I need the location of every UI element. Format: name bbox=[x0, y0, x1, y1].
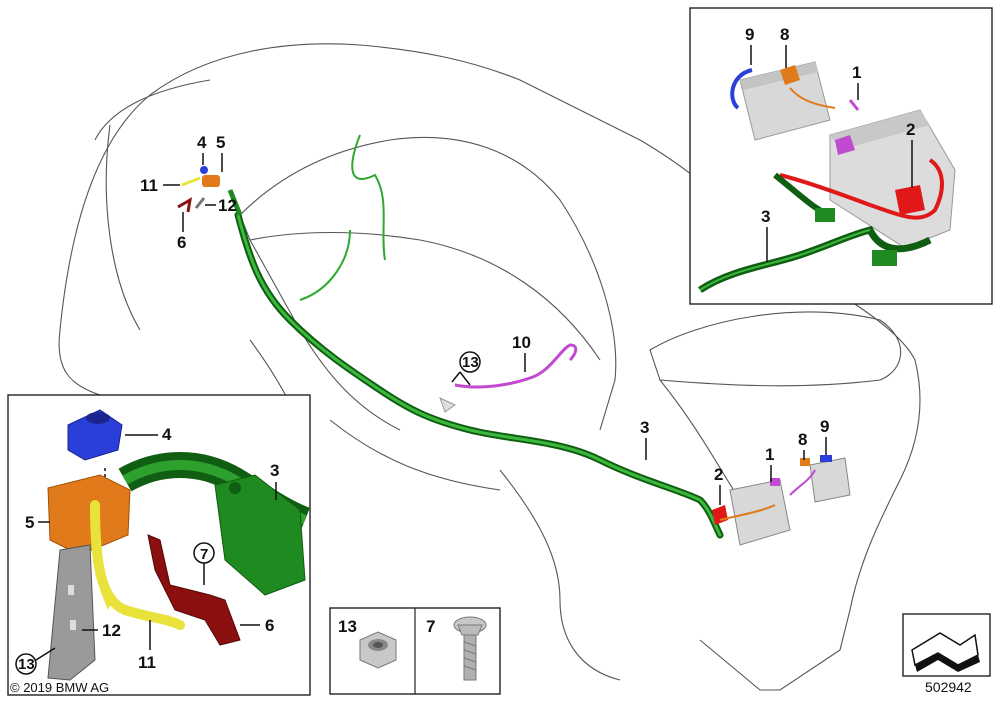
callout-11-top: 11 bbox=[140, 176, 180, 195]
svg-text:13: 13 bbox=[338, 617, 357, 636]
svg-text:1: 1 bbox=[852, 63, 861, 82]
orientation-icon bbox=[902, 613, 991, 677]
callout-12-top: 12 bbox=[205, 196, 237, 215]
svg-text:12: 12 bbox=[218, 196, 237, 215]
callout-3-main: 3 bbox=[640, 418, 649, 460]
svg-text:7: 7 bbox=[200, 546, 208, 563]
cable-10-end bbox=[439, 397, 456, 413]
parts-cluster-top bbox=[177, 166, 220, 213]
callout-8-main: 8 bbox=[798, 430, 807, 460]
callout-11-left: 11 bbox=[138, 620, 156, 672]
svg-text:9: 9 bbox=[820, 417, 829, 436]
svg-text:2: 2 bbox=[714, 465, 723, 484]
svg-text:5: 5 bbox=[216, 133, 225, 152]
hardware-screw-7: 7 bbox=[426, 616, 487, 681]
svg-text:7: 7 bbox=[426, 617, 435, 636]
callout-6-top: 6 bbox=[177, 212, 186, 252]
svg-text:2: 2 bbox=[906, 120, 915, 139]
batteries-main bbox=[712, 455, 851, 546]
callout-2-inset: 2 bbox=[906, 120, 915, 188]
callout-5-top: 5 bbox=[216, 133, 225, 172]
callout-10: 10 bbox=[512, 333, 531, 372]
hardware-nut-13: 13 bbox=[338, 617, 397, 669]
wiring-harness-main bbox=[227, 134, 724, 539]
svg-text:5: 5 bbox=[25, 513, 34, 532]
svg-text:1: 1 bbox=[765, 445, 774, 464]
svg-text:8: 8 bbox=[780, 25, 789, 44]
svg-text:13: 13 bbox=[18, 656, 35, 673]
svg-text:12: 12 bbox=[102, 621, 121, 640]
inset-junction bbox=[7, 394, 311, 696]
callout-13-main: 13 bbox=[451, 351, 481, 386]
callout-9-inset: 9 bbox=[745, 25, 754, 65]
copyright-notice: © 2019 BMW AG bbox=[10, 680, 109, 695]
svg-text:4: 4 bbox=[162, 425, 172, 444]
callout-9-main: 9 bbox=[820, 417, 829, 455]
callout-1-main: 1 bbox=[765, 445, 774, 482]
svg-text:3: 3 bbox=[761, 207, 770, 226]
callout-13-left: 13 bbox=[15, 647, 56, 675]
svg-text:11: 11 bbox=[140, 176, 158, 195]
callout-3-inset: 3 bbox=[761, 207, 770, 262]
cable-10 bbox=[454, 343, 578, 389]
callout-5-left: 5 bbox=[25, 513, 50, 532]
callout-12-left: 12 bbox=[82, 621, 121, 640]
callout-6-left: 6 bbox=[240, 616, 274, 635]
svg-text:9: 9 bbox=[745, 25, 754, 44]
svg-text:10: 10 bbox=[512, 333, 531, 352]
callout-8-inset: 8 bbox=[780, 25, 789, 68]
svg-text:11: 11 bbox=[138, 653, 156, 672]
svg-text:6: 6 bbox=[265, 616, 274, 635]
diagram-code: 502942 bbox=[925, 679, 972, 695]
inset-batteries bbox=[689, 7, 993, 305]
callout-7-left: 7 bbox=[193, 542, 215, 585]
svg-text:3: 3 bbox=[270, 461, 279, 480]
svg-text:4: 4 bbox=[197, 133, 207, 152]
callout-4-top: 4 bbox=[197, 133, 207, 165]
svg-text:13: 13 bbox=[462, 354, 479, 371]
callout-1-inset: 1 bbox=[852, 63, 861, 100]
callout-3-left: 3 bbox=[270, 461, 279, 500]
svg-text:6: 6 bbox=[177, 233, 186, 252]
svg-text:8: 8 bbox=[798, 430, 807, 449]
svg-text:3: 3 bbox=[640, 418, 649, 437]
callout-4-left: 4 bbox=[125, 425, 172, 444]
callout-2-main: 2 bbox=[714, 465, 723, 505]
